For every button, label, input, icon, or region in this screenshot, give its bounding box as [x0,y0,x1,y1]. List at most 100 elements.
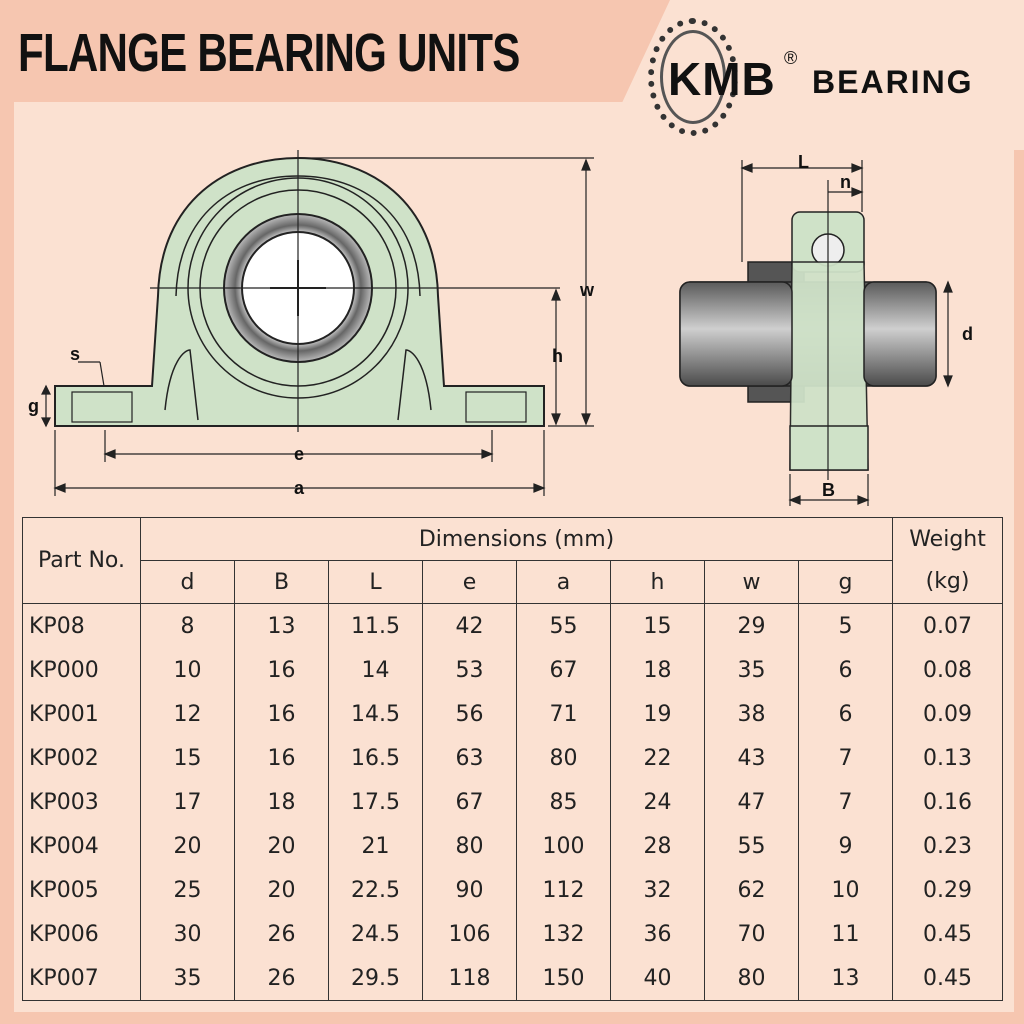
side-view [679,180,937,480]
label-B: B [822,480,835,500]
table-cell: 47 [704,780,799,824]
table-cell: 24.5 [328,912,423,956]
table-cell: 18 [234,780,329,824]
table-cell: 55 [516,603,611,648]
label-w: w [579,280,595,300]
table-cell: 7 [797,780,894,824]
label-a: a [294,478,305,498]
part-number-cell: KP005 [22,868,141,912]
table-cell: 35 [704,648,799,692]
col-weight-unit: (kg) [892,560,1004,604]
table-cell: 17 [140,780,235,824]
logo-bearing-icon [648,18,738,136]
part-number-cell: KP000 [22,648,141,692]
table-cell: 43 [704,736,799,780]
table-cell: 0.23 [892,824,1004,868]
table-cell: 85 [516,780,611,824]
table-cell: 20 [140,824,235,868]
col-h: h [610,560,705,604]
col-a: a [516,560,611,604]
part-number-cell: KP004 [22,824,141,868]
table-cell: 0.16 [892,780,1004,824]
table-cell: 42 [422,603,517,648]
spec-table: Part No. Dimensions (mm) Weight d B L e … [22,517,1004,1001]
table-cell: 26 [234,912,329,956]
col-e: e [422,560,517,604]
table-cell: 21 [328,824,423,868]
table-cell: 12 [140,692,235,736]
table-cell: 80 [516,736,611,780]
front-dimension-lines [41,157,594,496]
label-e: e [294,444,304,464]
table-cell: 56 [422,692,517,736]
label-n: n [840,172,851,192]
table-cell: 112 [516,868,611,912]
front-view-housing [54,156,545,427]
table-cell: 0.45 [892,956,1004,1001]
table-cell: 71 [516,692,611,736]
table-cell: 40 [610,956,705,1001]
logo-suffix: BEARING [812,64,974,100]
table-cell: 150 [516,956,611,1001]
table-cell: 11.5 [328,603,423,648]
label-h: h [552,346,563,366]
table-cell: 62 [704,868,799,912]
table-cell: 0.45 [892,912,1004,956]
label-d: d [962,324,973,344]
table-cell: 25 [140,868,235,912]
col-g: g [797,560,894,604]
table-cell: 16 [234,692,329,736]
table-cell: 10 [797,868,894,912]
table-cell: 22 [610,736,705,780]
table-cell: 67 [422,780,517,824]
table-cell: 30 [140,912,235,956]
table-cell: 9 [797,824,894,868]
table-cell: 36 [610,912,705,956]
table-cell: 90 [422,868,517,912]
table-cell: 70 [704,912,799,956]
table-cell: 6 [797,692,894,736]
table-cell: 6 [797,648,894,692]
header-part-no: Part No. [22,517,141,604]
table-cell: 0.13 [892,736,1004,780]
label-L: L [798,152,809,172]
table-cell: 26 [234,956,329,1001]
table-cell: 0.07 [892,603,1004,648]
header-weight: Weight [892,517,1004,561]
table-cell: 0.09 [892,692,1004,736]
table-cell: 35 [140,956,235,1001]
part-number-cell: KP007 [22,956,141,1001]
table-cell: 17.5 [328,780,423,824]
part-number-cell: KP003 [22,780,141,824]
table-cell: 20 [234,868,329,912]
table-cell: 38 [704,692,799,736]
table-cell: 63 [422,736,517,780]
table-cell: 5 [797,603,894,648]
table-cell: 29 [704,603,799,648]
logo-brand: KMB [668,53,776,105]
table-cell: 16.5 [328,736,423,780]
title-band [0,0,600,102]
part-number-cell: KP08 [22,603,141,648]
side-dimension-lines [740,160,953,506]
table-cell: 24 [610,780,705,824]
table-cell: 19 [610,692,705,736]
table-cell: 16 [234,736,329,780]
label-s: s [70,344,80,364]
col-d: d [140,560,235,604]
table-cell: 53 [422,648,517,692]
table-cell: 55 [704,824,799,868]
table-cell: 0.08 [892,648,1004,692]
col-L: L [328,560,423,604]
part-number-cell: KP002 [22,736,141,780]
